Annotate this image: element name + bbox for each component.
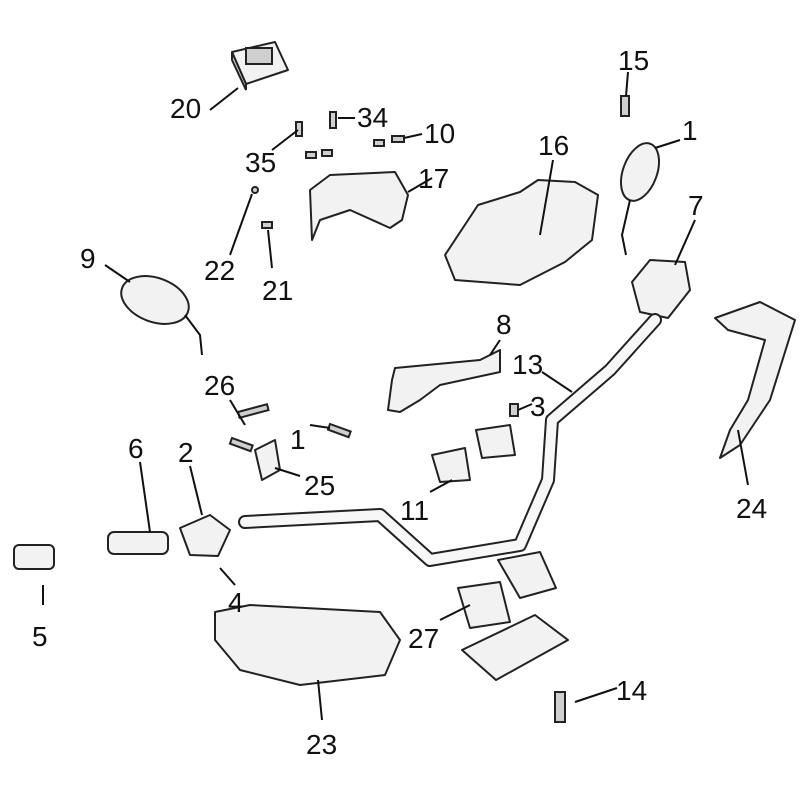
callout-10: 10 (424, 118, 455, 149)
callout-5: 5 (32, 621, 48, 652)
part-24-hand-guard (714, 301, 796, 459)
part-14-bolt (554, 691, 566, 723)
part-9-mirror-left (120, 275, 203, 356)
part-17-cover (309, 171, 409, 241)
leader-lines (42, 71, 749, 721)
part-25-clamp (228, 403, 281, 481)
callout-8: 8 (496, 309, 512, 340)
callout-21: 21 (262, 275, 293, 306)
callout-1-mirror: 1 (682, 115, 698, 146)
callout-11: 11 (400, 495, 429, 526)
callout-34: 34 (357, 102, 388, 133)
part-27-risers (457, 551, 569, 681)
part-6-grip (107, 531, 169, 555)
part-11-clamps (431, 403, 519, 483)
callout-24: 24 (736, 493, 767, 524)
callout-35: 35 (245, 147, 276, 178)
callout-13: 13 (512, 349, 543, 380)
part-2-throttle-housing (179, 514, 231, 557)
part-23-bar-pad (214, 604, 401, 686)
callout-1-screw: 1 (290, 424, 306, 455)
part-20-switch-box (231, 41, 289, 91)
callout-20: 20 (170, 93, 201, 124)
callout-7: 7 (688, 190, 704, 221)
part-16-shroud (444, 179, 599, 286)
callout-9: 9 (80, 243, 96, 274)
part-1-mirror-right (620, 142, 660, 256)
callout-4: 4 (228, 587, 244, 618)
part-7-master-cylinder (631, 259, 691, 319)
part-8-bracket (387, 349, 501, 413)
callout-27: 27 (408, 623, 439, 654)
part-15-bolt (620, 95, 630, 117)
callout-6: 6 (128, 433, 144, 464)
callout-26: 26 (204, 370, 235, 401)
part-1-screw (326, 422, 352, 439)
callout-17: 17 (418, 163, 449, 194)
callout-15: 15 (618, 45, 649, 76)
callout-23: 23 (306, 729, 337, 760)
callout-14: 14 (616, 675, 647, 706)
callout-16: 16 (538, 130, 569, 161)
callout-25: 25 (304, 470, 335, 501)
callout-2: 2 (178, 437, 194, 468)
part-5-bar-end (13, 544, 55, 570)
callout-22: 22 (204, 255, 235, 286)
callout-3: 3 (530, 391, 546, 422)
part-13-handlebar (238, 313, 662, 567)
parts-small-screws (251, 111, 405, 229)
